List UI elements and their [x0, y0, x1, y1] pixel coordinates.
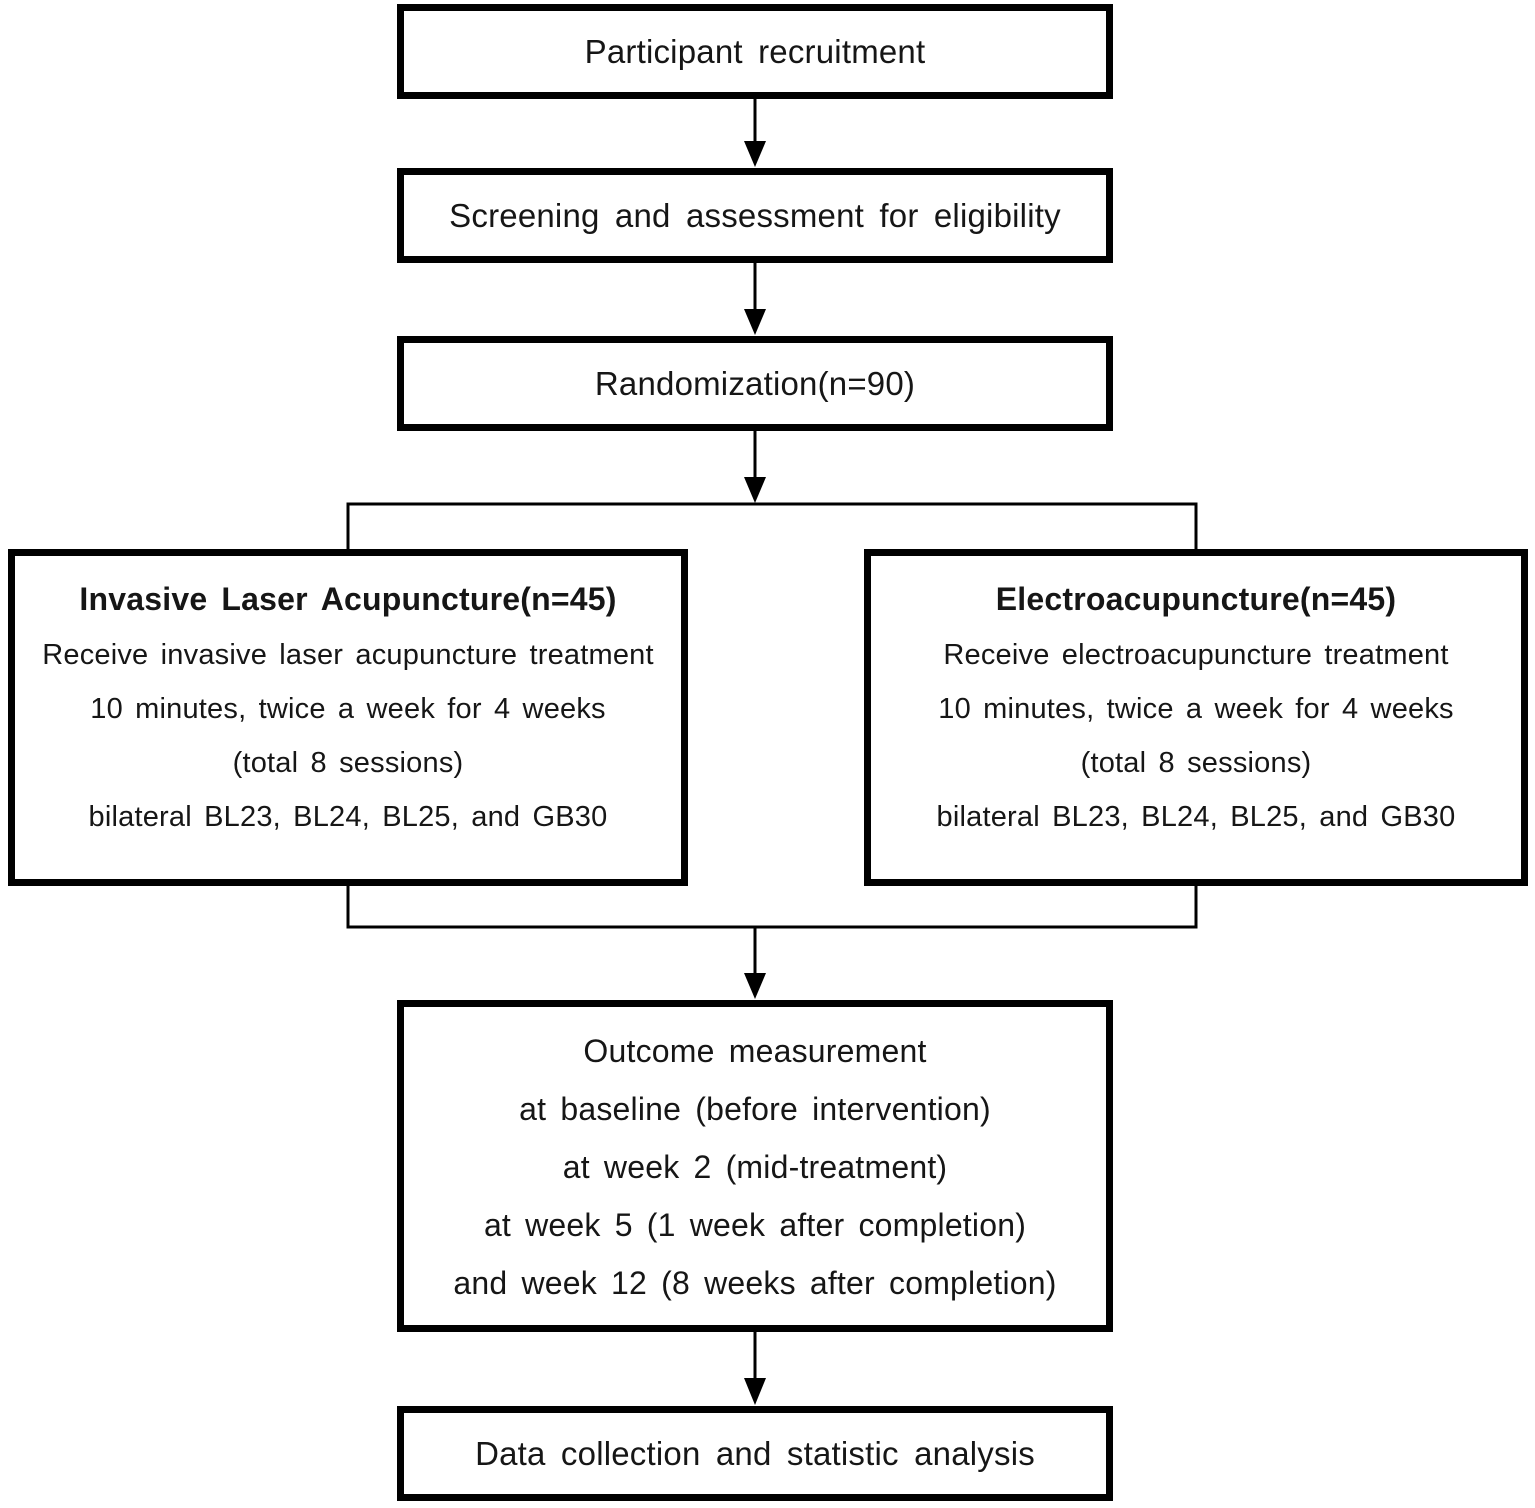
node-data-collection-analysis: Data collection and statistic analysis	[397, 1406, 1113, 1501]
invasive-laser-line-1: Receive invasive laser acupuncture treat…	[42, 639, 654, 671]
invasive-laser-line-4: bilateral BL23, BL24, BL25, and GB30	[88, 801, 608, 833]
outcome-line-2: at baseline (before intervention)	[519, 1091, 991, 1127]
data-collection-label: Data collection and statistic analysis	[475, 1434, 1035, 1472]
electroacupuncture-line-3: (total 8 sessions)	[1080, 747, 1312, 779]
invasive-laser-title: Invasive Laser Acupuncture(n=45)	[79, 581, 617, 617]
electroacupuncture-line-1: Receive electroacupuncture treatment	[943, 639, 1449, 671]
node-randomization: Randomization(n=90)	[397, 336, 1113, 431]
screening-label: Screening and assessment for eligibility	[449, 196, 1061, 234]
outcome-line-5: and week 12 (8 weeks after completion)	[453, 1265, 1057, 1301]
node-invasive-laser-acupuncture: Invasive Laser Acupuncture(n=45) Receive…	[8, 549, 688, 886]
merge-connector	[346, 886, 1198, 929]
arrow-outcome-to-analysis	[744, 1332, 766, 1405]
invasive-laser-line-3: (total 8 sessions)	[232, 747, 464, 779]
arrow-screening-to-randomization	[744, 263, 766, 335]
outcome-line-1: Outcome measurement	[583, 1033, 927, 1069]
node-electroacupuncture: Electroacupuncture(n=45) Receive electro…	[864, 549, 1528, 886]
electroacupuncture-line-4: bilateral BL23, BL24, BL25, and GB30	[936, 801, 1456, 833]
node-participant-recruitment: Participant recruitment	[397, 4, 1113, 99]
arrow-randomization-to-split	[744, 431, 766, 503]
participant-recruitment-label: Participant recruitment	[584, 32, 926, 70]
arrow-merge-to-outcome	[744, 927, 766, 999]
node-outcome-measurement: Outcome measurement at baseline (before …	[397, 1000, 1113, 1332]
split-connector	[346, 502, 1198, 549]
electroacupuncture-title: Electroacupuncture(n=45)	[995, 581, 1397, 617]
outcome-line-3: at week 2 (mid-treatment)	[562, 1149, 948, 1185]
invasive-laser-line-2: 10 minutes, twice a week for 4 weeks	[90, 693, 606, 725]
arrow-recruitment-to-screening	[744, 99, 766, 167]
node-screening: Screening and assessment for eligibility	[397, 168, 1113, 263]
electroacupuncture-line-2: 10 minutes, twice a week for 4 weeks	[938, 693, 1454, 725]
outcome-line-4: at week 5 (1 week after completion)	[483, 1207, 1027, 1243]
randomization-label: Randomization(n=90)	[594, 364, 916, 402]
